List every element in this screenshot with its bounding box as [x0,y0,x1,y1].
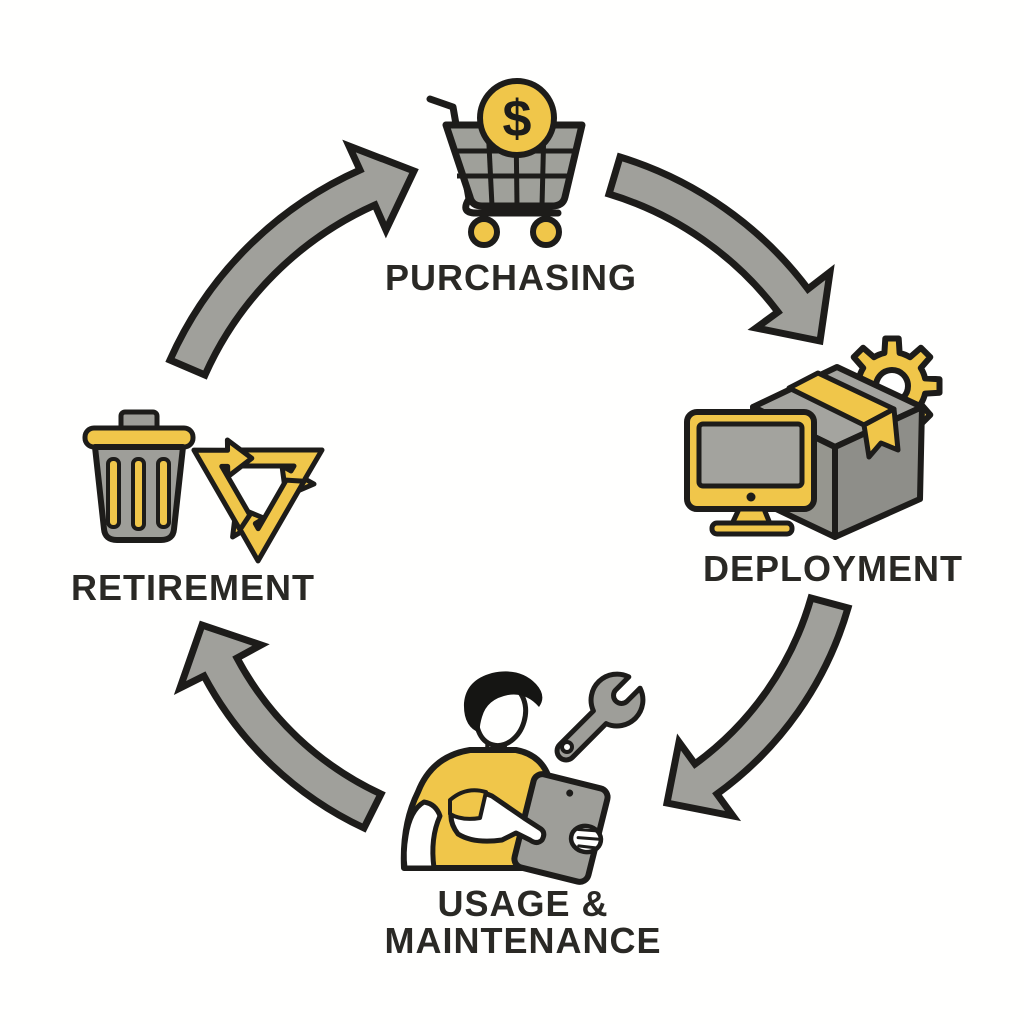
person-left-arm [401,799,443,871]
retirement-label: RETIREMENT [71,567,315,608]
arrow-retirement-to-purchasing [165,139,419,380]
usage-maintenance-label-line1: USAGE & [437,883,609,924]
trash-slat-1 [106,457,121,529]
curved-arrow-up-left [173,620,386,833]
arrow-purchasing-to-deployment [604,152,835,346]
person-hair [463,671,543,733]
person-holding-hand [568,823,604,855]
deployment-icon [684,335,943,540]
arrow-deployment-to-usage [662,593,853,822]
purchasing-label: PURCHASING [384,257,638,298]
person [400,671,611,885]
box-tape-tail [861,406,901,460]
trash-slat-3 [156,457,171,529]
cart-wheel-left [468,216,500,248]
monitor-icon [684,409,817,537]
curved-arrow-down-right [604,152,835,346]
tablet-camera [566,789,574,797]
trash-slat-2 [131,457,146,531]
trash-can-icon [82,409,196,543]
person-sleeve [448,788,488,821]
dollar-symbol: $ [503,90,532,148]
monitor-screen [696,421,805,489]
curved-arrow-down-left [662,593,853,822]
arrow-usage-to-retirement [173,620,386,833]
monitor-base [709,520,795,537]
retirement-icon [82,409,325,564]
cart-wheel-right [530,216,562,248]
recycle-arrow-left [191,437,255,533]
usage-maintenance-label-line2: MAINTENANCE [384,920,662,961]
recycle-icon [191,437,325,564]
wrench-icon [554,671,646,763]
deployment-label: DEPLOYMENT [702,548,964,589]
monitor-button [746,492,756,502]
curved-arrow-up-right [165,139,419,380]
usage-maintenance-icon [400,671,646,885]
usage-maintenance-label: USAGE & MAINTENANCE [385,885,662,959]
shopping-cart-icon: $ [426,78,586,248]
dollar-coin-icon [477,78,557,158]
wrench-hole [560,740,574,754]
